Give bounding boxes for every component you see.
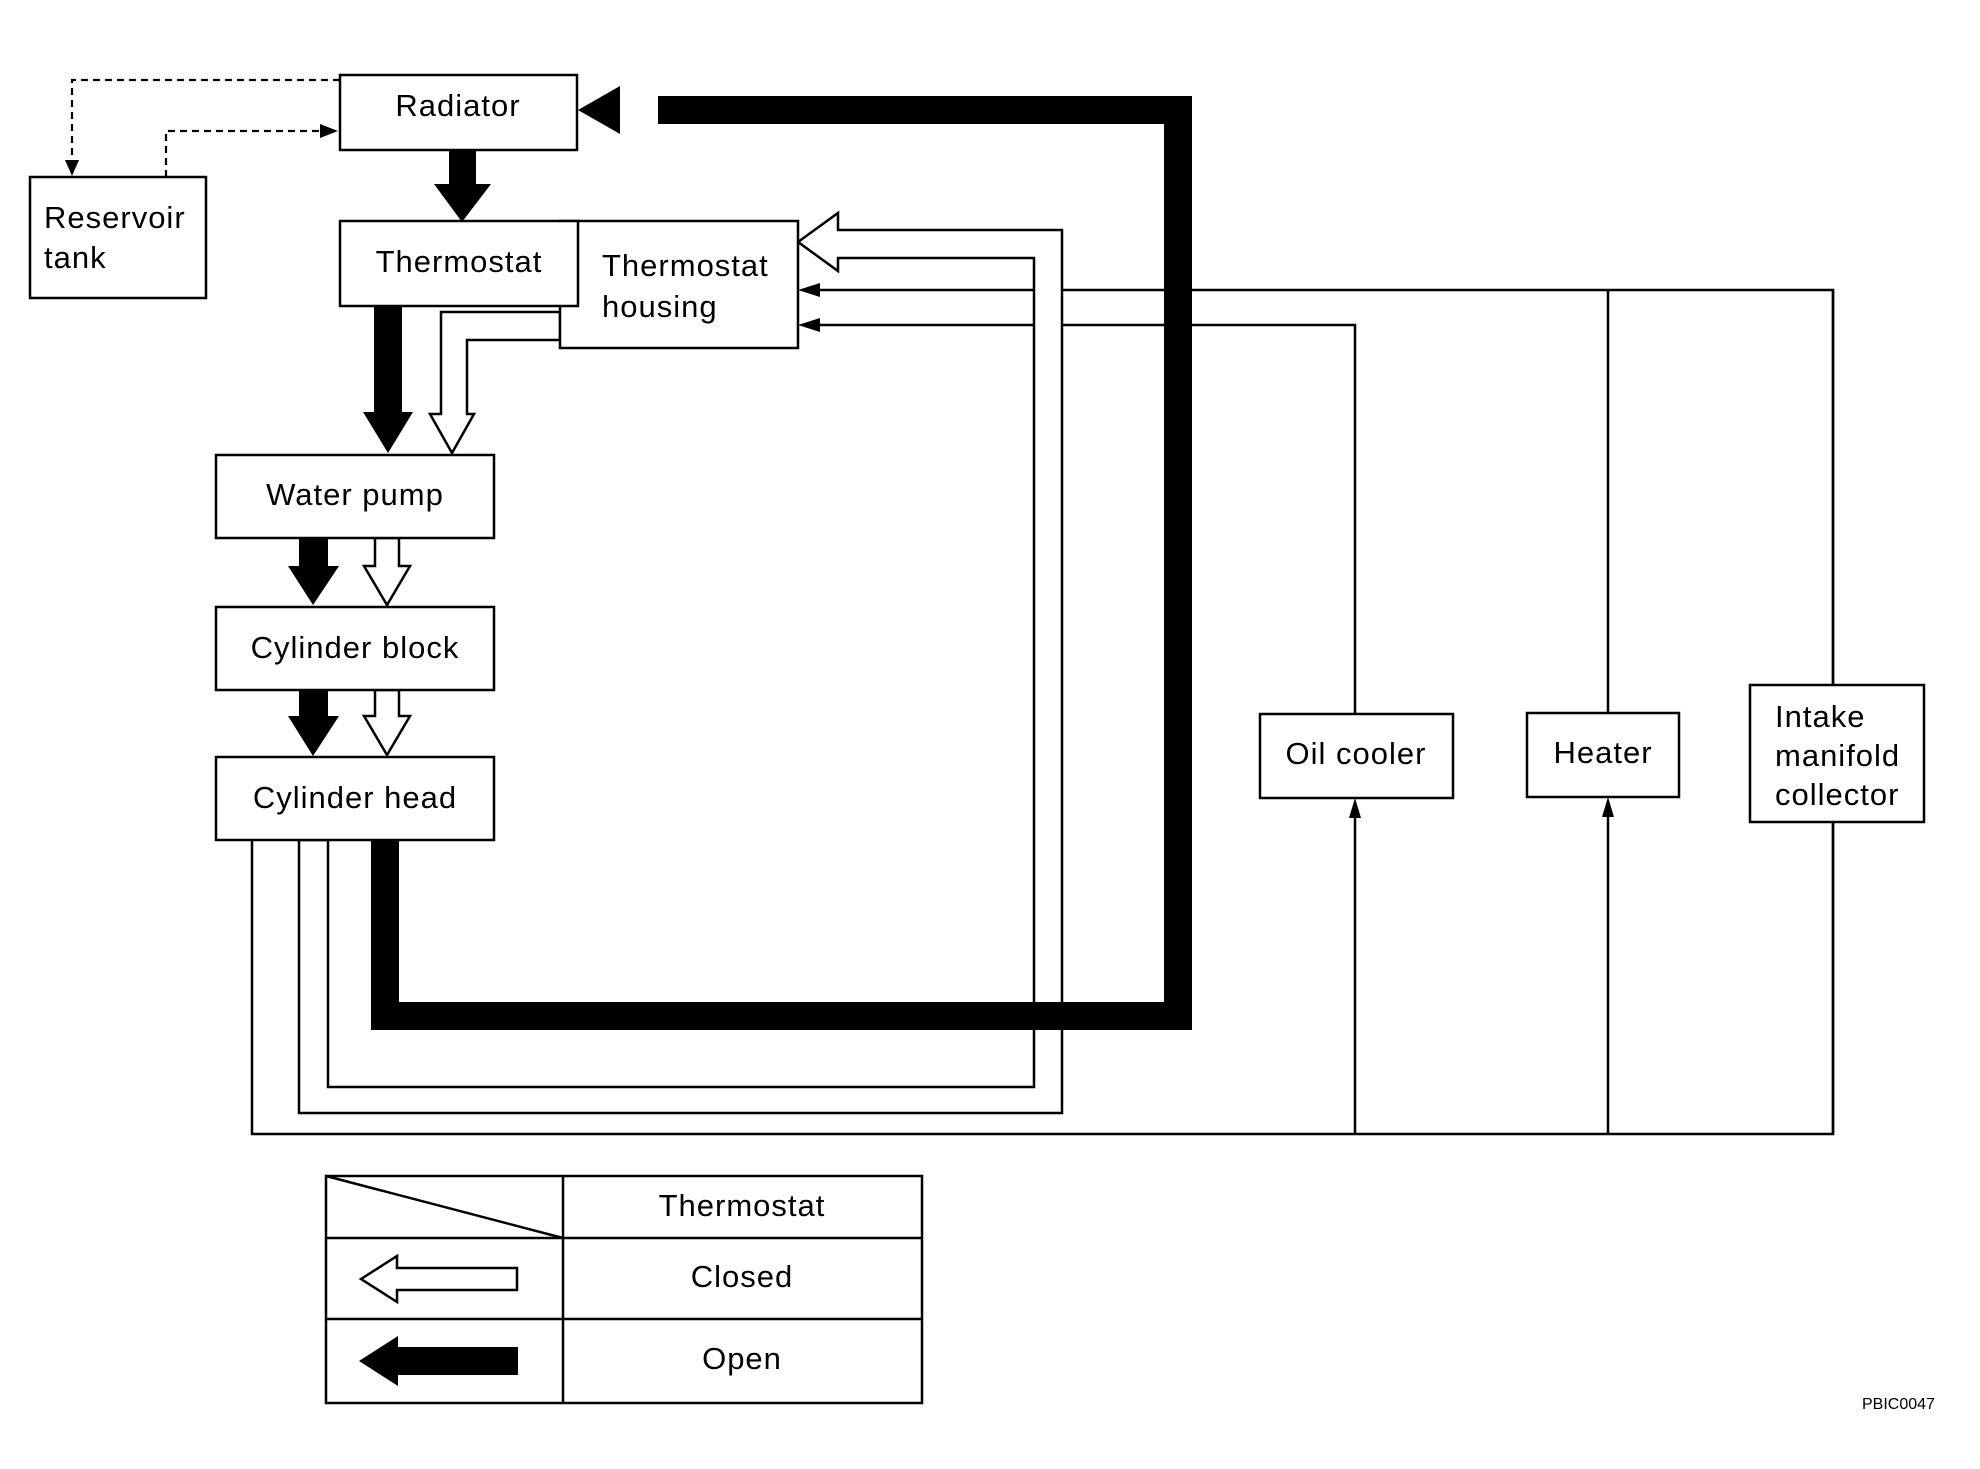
- reservoir-return-arrowhead: [320, 124, 338, 138]
- cylinder-block-box: Cylinder block: [214, 605, 496, 692]
- reservoir-return-line: [164, 129, 322, 177]
- oil-cooler-label: Oil cooler: [1286, 736, 1427, 771]
- intake-label-line3: collector: [1775, 777, 1899, 812]
- cylinder-head-label: Cylinder head: [253, 780, 457, 815]
- main-return-pipe: [371, 96, 1192, 1030]
- cylinder-block-label: Cylinder block: [251, 630, 460, 665]
- reservoir-overflow-arrowhead: [65, 160, 79, 176]
- block-to-head-solid-arrow: [288, 690, 339, 756]
- thermostat-housing-label-line1: Thermostat: [602, 248, 769, 283]
- legend-closed-hollow-arrow: [358, 1253, 519, 1305]
- pump-to-block-solid-arrow: [288, 538, 339, 605]
- main-return-arrowhead: [578, 86, 620, 134]
- oil-cooler-inlet-arrowhead: [1349, 798, 1361, 818]
- thermostat-housing-label-line2: housing: [602, 289, 718, 324]
- reservoir-tank-label-line2: tank: [44, 240, 107, 275]
- housing-return-lower-arrowhead: [798, 318, 820, 332]
- heater-inlet-arrowhead: [1602, 797, 1614, 817]
- housing-to-pump-hollow-arrow: [427, 310, 562, 456]
- radiator-label: Radiator: [395, 88, 520, 123]
- legend-table: Thermostat Closed Open: [324, 1174, 924, 1405]
- legend-corner-diagonal: [325, 1174, 564, 1240]
- thermostat-label: Thermostat: [376, 244, 543, 279]
- intake-label-line1: Intake: [1775, 699, 1865, 734]
- reservoir-tank-label-line1: Reservoir: [44, 200, 186, 235]
- oil-cooler-outlet-line: [1064, 323, 1357, 714]
- figure-code: PBIC0047: [1862, 1396, 1935, 1413]
- reservoir-tank-box: Reservoir tank: [28, 175, 208, 300]
- block-to-head-hollow-arrow: [361, 688, 413, 758]
- radiator-to-thermostat-arrow: [434, 150, 491, 222]
- water-pump-box: Water pump: [214, 453, 496, 540]
- thermostat-housing-box: Thermostat housing: [558, 219, 800, 350]
- reservoir-overflow-line: [70, 78, 340, 162]
- pump-to-block-hollow-arrow: [361, 536, 413, 608]
- legend-header: Thermostat: [659, 1188, 826, 1223]
- oil-cooler-box: Oil cooler: [1258, 712, 1455, 800]
- legend-open-label: Open: [702, 1341, 782, 1376]
- radiator-box: Radiator: [338, 73, 579, 152]
- housing-return-upper-arrowhead: [798, 283, 820, 297]
- thermostat-box: Thermostat: [338, 219, 580, 308]
- heater-label: Heater: [1553, 735, 1652, 770]
- water-pump-label: Water pump: [266, 477, 444, 512]
- cylinder-head-box: Cylinder head: [214, 755, 496, 842]
- heater-box: Heater: [1525, 711, 1681, 799]
- intake-manifold-collector-box: Intake manifold collector: [1748, 683, 1926, 824]
- bypass-hollow-pipe: [297, 210, 1064, 1115]
- thermostat-to-pump-arrow: [363, 306, 413, 453]
- intake-label-line2: manifold: [1775, 738, 1900, 773]
- legend-closed-label: Closed: [691, 1259, 794, 1294]
- legend-open-solid-arrow: [359, 1336, 518, 1386]
